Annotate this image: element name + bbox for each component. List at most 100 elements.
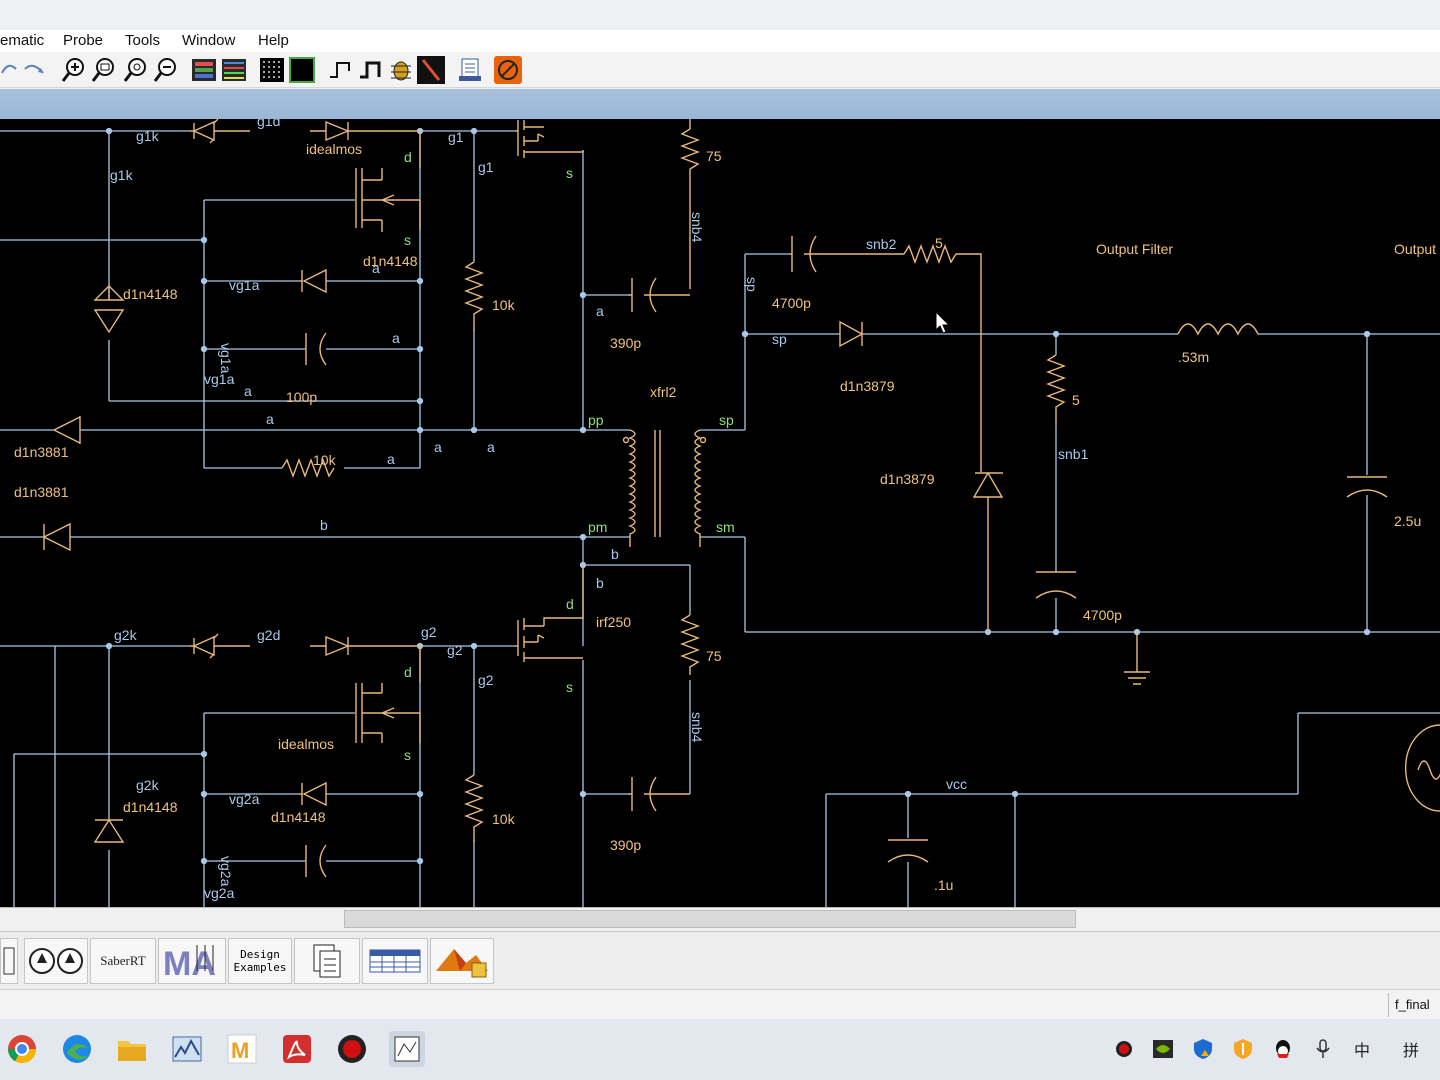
net-label: vg1a bbox=[218, 343, 234, 374]
component-label: irf250 bbox=[596, 614, 631, 630]
component-label: d1n4148 bbox=[123, 799, 178, 815]
component-label: xfrl2 bbox=[650, 384, 677, 400]
saber-app-icon[interactable] bbox=[389, 1031, 425, 1067]
svg-text:M: M bbox=[231, 1038, 249, 1063]
ime-pinyin-label[interactable]: 拼 bbox=[1402, 1043, 1419, 1060]
net-label: sp bbox=[772, 331, 787, 347]
acrobat-icon[interactable] bbox=[279, 1031, 315, 1067]
net-label: vg1a bbox=[204, 371, 235, 387]
status-bar: f_final bbox=[0, 989, 1440, 1019]
zoom-fit-icon[interactable] bbox=[122, 55, 150, 85]
net-label: vg2a bbox=[218, 856, 234, 887]
component-label: idealmos bbox=[306, 141, 362, 157]
component-label: idealmos bbox=[278, 736, 334, 752]
pin-label: d bbox=[404, 149, 412, 165]
schematic-header-bar bbox=[0, 89, 1440, 119]
chart-app-icon[interactable] bbox=[169, 1031, 205, 1067]
microphone-icon[interactable] bbox=[1311, 1037, 1335, 1061]
file-explorer-icon[interactable] bbox=[114, 1031, 150, 1067]
components bbox=[42, 119, 1440, 878]
shield-icon[interactable] bbox=[1231, 1037, 1255, 1061]
pin-label: pp bbox=[588, 412, 604, 428]
component-label: 390p bbox=[610, 837, 641, 853]
component-label: d1n3879 bbox=[840, 378, 895, 394]
undo-icon[interactable] bbox=[0, 55, 18, 85]
run-icon[interactable] bbox=[494, 55, 522, 85]
design-examples-button[interactable]: Design Examples bbox=[228, 938, 292, 984]
table-icon[interactable] bbox=[362, 938, 428, 984]
panel-icon[interactable] bbox=[0, 938, 18, 984]
mouse-cursor-icon bbox=[935, 310, 951, 334]
menu-tools[interactable]: Tools bbox=[125, 32, 161, 49]
schematic-canvas[interactable]: g1k g1k g1d idealmos d g1 g1 s s 75 snb4… bbox=[0, 119, 1440, 907]
bottom-toolbar: SaberRT MA Design Examples bbox=[0, 931, 1440, 989]
pin-label: d bbox=[404, 664, 412, 680]
qq-icon[interactable] bbox=[1271, 1037, 1295, 1061]
chrome-icon[interactable] bbox=[4, 1031, 40, 1067]
net-label: g2 bbox=[478, 672, 494, 688]
zoom-in-icon[interactable] bbox=[60, 55, 88, 85]
matlab-icon[interactable] bbox=[430, 938, 494, 984]
probe-icon[interactable] bbox=[417, 55, 445, 85]
section-label: Output Filter bbox=[1096, 241, 1173, 257]
component-label: 100p bbox=[286, 389, 317, 405]
net-label: g1 bbox=[448, 129, 464, 145]
layers-icon[interactable] bbox=[190, 55, 218, 85]
net-label: a bbox=[372, 260, 380, 276]
net-label: vg2a bbox=[204, 885, 235, 901]
grid-icon[interactable] bbox=[258, 55, 286, 85]
saber-rt-button[interactable]: SaberRT bbox=[90, 938, 156, 984]
m-app-icon[interactable]: M bbox=[224, 1031, 260, 1067]
nvidia-icon[interactable] bbox=[1151, 1037, 1175, 1061]
security-icon[interactable] bbox=[1191, 1037, 1215, 1061]
record-icon[interactable] bbox=[334, 1031, 370, 1067]
component-label: d1n4148 bbox=[363, 253, 418, 269]
menu-window[interactable]: Window bbox=[182, 32, 236, 49]
ime-chinese-label[interactable]: 中 bbox=[1353, 1043, 1370, 1060]
window-titlebar bbox=[0, 0, 1440, 30]
net-label: sp bbox=[744, 277, 760, 292]
net-label: g1k bbox=[110, 167, 134, 183]
net-label: vg2a bbox=[229, 791, 260, 807]
net-label: a bbox=[387, 451, 395, 467]
section-label: Output bbox=[1394, 241, 1436, 257]
bus-icon[interactable] bbox=[357, 55, 385, 85]
wire-icon[interactable] bbox=[327, 55, 355, 85]
bug-icon[interactable] bbox=[387, 55, 415, 85]
document-icon[interactable] bbox=[456, 55, 484, 85]
redo-icon[interactable] bbox=[20, 55, 48, 85]
net-label: g1d bbox=[257, 119, 280, 129]
net-label: b bbox=[611, 546, 619, 562]
scrollbar-thumb[interactable] bbox=[344, 910, 1076, 928]
pin-label: d bbox=[566, 596, 574, 612]
component-label: 4700p bbox=[1083, 607, 1122, 623]
horizontal-scrollbar[interactable] bbox=[0, 907, 1440, 931]
pin-label: pm bbox=[588, 519, 607, 535]
menu-help[interactable]: Help bbox=[258, 32, 289, 49]
pin-label: sm bbox=[716, 519, 735, 535]
component-label: d1n3881 bbox=[14, 484, 69, 500]
documents-icon[interactable] bbox=[294, 938, 360, 984]
status-file-name: f_final bbox=[1388, 993, 1440, 1017]
net-label: a bbox=[244, 383, 252, 399]
edge-icon[interactable] bbox=[59, 1031, 95, 1067]
component-label: 390p bbox=[610, 335, 641, 351]
menu-probe[interactable]: Probe bbox=[63, 32, 104, 49]
pin-label: s bbox=[566, 679, 573, 695]
parts-icon[interactable] bbox=[24, 938, 88, 984]
component-label: .53m bbox=[1178, 349, 1209, 365]
component-label: 2.5u bbox=[1394, 513, 1421, 529]
component-label: 4700p bbox=[772, 295, 811, 311]
zoom-minus-icon[interactable] bbox=[152, 55, 180, 85]
fill-icon[interactable] bbox=[288, 55, 316, 85]
component-label: d1n4148 bbox=[271, 809, 326, 825]
list-icon[interactable] bbox=[220, 55, 248, 85]
menu-schematic[interactable]: ematic bbox=[0, 32, 45, 49]
record-tray-icon[interactable] bbox=[1112, 1037, 1136, 1061]
ma-icon[interactable]: MA bbox=[158, 938, 226, 984]
net-label: g2d bbox=[257, 627, 280, 643]
net-label: g2k bbox=[136, 777, 160, 793]
zoom-out-icon[interactable] bbox=[90, 55, 118, 85]
saber-rt-label: SaberRT bbox=[100, 953, 146, 968]
component-label: 10k bbox=[313, 452, 337, 468]
